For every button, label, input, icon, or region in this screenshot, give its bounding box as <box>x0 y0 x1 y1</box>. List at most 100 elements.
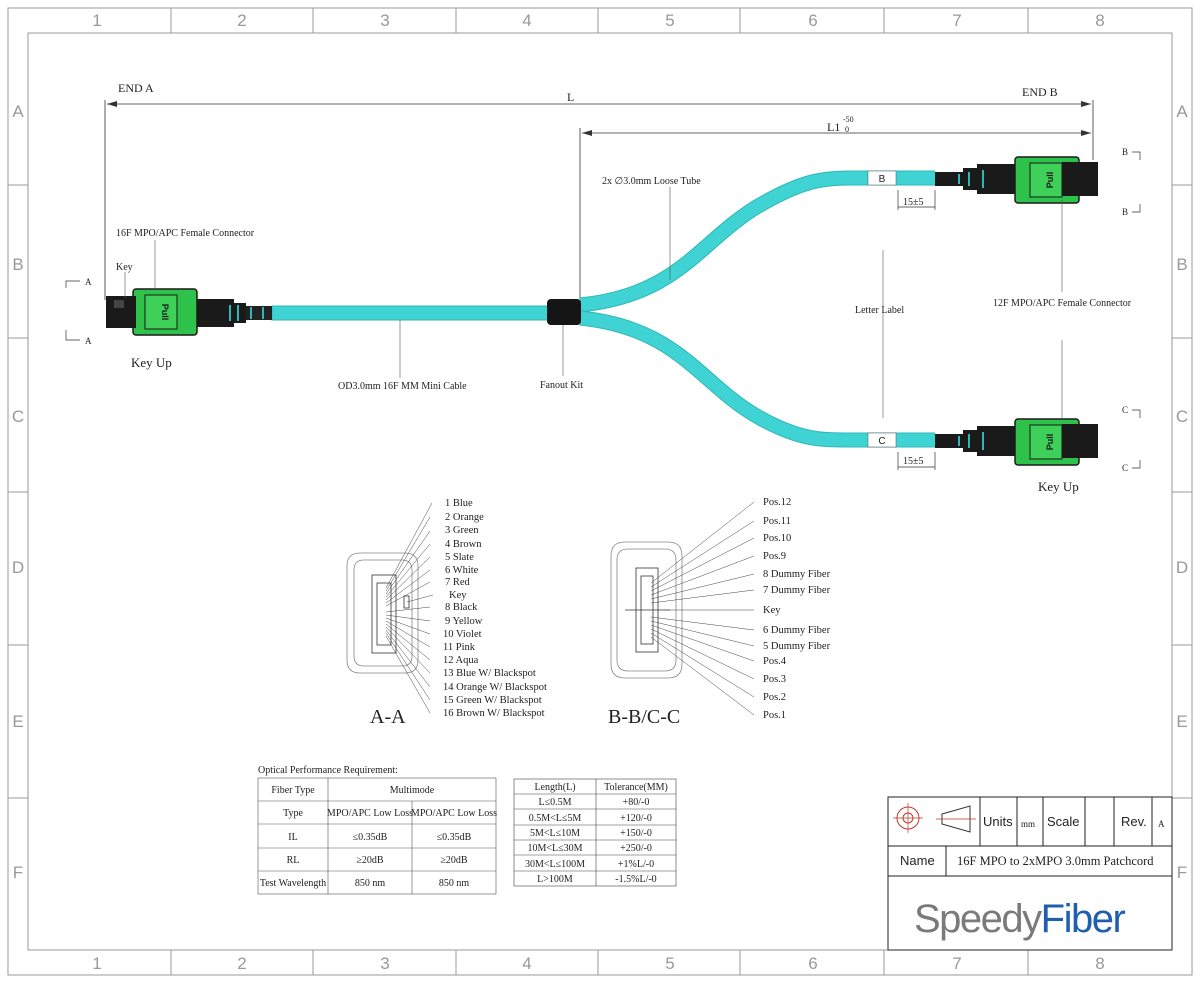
fiber-label: 8 Black <box>445 602 478 613</box>
section-aa-labels: 1 Blue 2 Orange 3 Green 4 Brown 5 Slate … <box>443 498 547 719</box>
callout-fanout-kit: Fanout Kit <box>540 380 583 391</box>
connector-end-b: Pull <box>935 156 1098 204</box>
fiber-label: 13 Blue W/ Blackspot <box>443 668 536 679</box>
label-offset-b: 15±5 <box>903 197 924 208</box>
callout-letter-label: Letter Label <box>855 305 904 316</box>
optical-row-label: IL <box>288 832 297 843</box>
label-offset-dims <box>897 190 936 470</box>
callout-key-up-b: Key Up <box>1038 479 1079 494</box>
position-label: Pos.9 <box>763 551 786 562</box>
name-label: Name <box>900 853 935 868</box>
section-bb-title: B-B/C-C <box>608 706 680 728</box>
position-label: 6 Dummy Fiber <box>763 625 831 636</box>
optical-cell: 850 nm <box>355 878 386 889</box>
end-a-label: END A <box>118 81 154 95</box>
length-l-label: L <box>567 90 574 104</box>
callout-leaders <box>124 187 1063 420</box>
boot <box>963 168 979 190</box>
col-label: 3 <box>380 11 389 30</box>
col-label: 2 <box>237 954 246 973</box>
branch-c <box>579 311 935 447</box>
label-c-text: C <box>878 436 885 447</box>
position-label: Pos.10 <box>763 533 791 544</box>
brand-fiber: Fiber <box>1041 897 1126 941</box>
optical-cell: Multimode <box>390 785 435 796</box>
position-label: Pos.2 <box>763 692 786 703</box>
position-label: Pos.12 <box>763 497 791 508</box>
col-label: 8 <box>1095 11 1104 30</box>
col-label: 4 <box>522 11 531 30</box>
position-label: 7 Dummy Fiber <box>763 585 831 596</box>
optical-table-caption: Optical Performance Requirement: <box>258 765 398 776</box>
section-marker-b: B <box>1122 207 1128 217</box>
callout-mini-cable: OD3.0mm 16F MM Mini Cable <box>338 381 467 392</box>
tolerance-length: 0.5M<L≤5M <box>529 813 582 824</box>
col-label: 7 <box>952 954 961 973</box>
tolerance-header: Length(L) <box>534 782 575 793</box>
section-aa-title: A-A <box>370 706 406 728</box>
column-labels: 1 2 3 4 5 6 7 8 1 2 3 4 5 6 7 8 <box>92 11 1104 973</box>
fiber-label: 2 Orange <box>445 512 484 523</box>
connector-ferrule <box>1062 162 1098 196</box>
position-label: Pos.3 <box>763 674 786 685</box>
callout-connector-b: 12F MPO/APC Female Connector <box>993 298 1132 309</box>
cable-assembly: B C <box>271 170 935 448</box>
row-label: A <box>1176 102 1188 121</box>
col-label: 5 <box>665 11 674 30</box>
fiber-label: 11 Pink <box>443 642 476 653</box>
optical-cell: 850 nm <box>439 878 470 889</box>
pull-text: Pull <box>160 304 170 321</box>
position-label: Pos.4 <box>763 656 787 667</box>
callout-loose-tube: 2x ∅3.0mm Loose Tube <box>602 176 701 187</box>
l1-tolerance-lower: 0 <box>845 125 849 134</box>
row-label: A <box>12 102 24 121</box>
col-label: 4 <box>522 954 531 973</box>
fiber-label: 1 Blue <box>445 498 473 509</box>
brand-speedy: Speedy <box>914 897 1042 941</box>
boot-tail <box>244 306 272 320</box>
tolerance-header: Tolerance(MM) <box>604 782 668 793</box>
row-label: F <box>13 863 23 882</box>
name-value: 16F MPO to 2xMPO 3.0mm Patchcord <box>957 854 1154 868</box>
outer-border <box>7 7 1193 976</box>
title-block-grid <box>887 796 1173 951</box>
tolerance-length: 5M<L≤10M <box>530 828 580 839</box>
length-l1-label: L1 <box>827 120 840 134</box>
section-marker-c: C <box>1122 463 1128 473</box>
callout-connector-a: 16F MPO/APC Female Connector <box>116 228 255 239</box>
col-label: 1 <box>92 11 101 30</box>
fiber-label: 12 Aqua <box>443 655 479 666</box>
section-marker-c: C <box>1122 405 1128 415</box>
end-b-label: END B <box>1022 85 1058 99</box>
dimension-lines <box>104 100 1094 300</box>
optical-cell: ≤0.35dB <box>437 832 472 843</box>
row-label: E <box>12 712 23 731</box>
row-label: B <box>12 255 23 274</box>
boot <box>935 434 965 448</box>
boot <box>935 172 965 186</box>
position-label: Pos.1 <box>763 710 786 721</box>
connector-end-a: Pull <box>106 288 272 336</box>
rev-label: Rev. <box>1121 814 1147 829</box>
optical-row-label: Type <box>283 808 303 819</box>
section-marker-a: A <box>85 336 92 346</box>
pull-tab <box>1029 162 1063 198</box>
col-label: 1 <box>92 954 101 973</box>
fiber-label: 7 Red <box>445 577 471 588</box>
tolerance-length: L≤0.5M <box>539 797 572 808</box>
callout-key-up-a: Key Up <box>131 355 172 370</box>
col-label: 8 <box>1095 954 1104 973</box>
tolerance-value: +250/-0 <box>620 843 652 854</box>
section-bb-drawing <box>610 541 683 679</box>
brand-logo: SpeedyFiber <box>914 897 1125 941</box>
connector-body <box>196 299 234 327</box>
scale-label: Scale <box>1047 814 1080 829</box>
col-label: 2 <box>237 11 246 30</box>
optical-cell: ≥20dB <box>356 855 383 866</box>
fiber-label: 10 Violet <box>443 629 482 640</box>
tolerance-value: +80/-0 <box>623 797 650 808</box>
callout-key: Key <box>116 262 133 273</box>
pull-text: Pull <box>1045 434 1055 451</box>
section-markers <box>65 151 1141 469</box>
